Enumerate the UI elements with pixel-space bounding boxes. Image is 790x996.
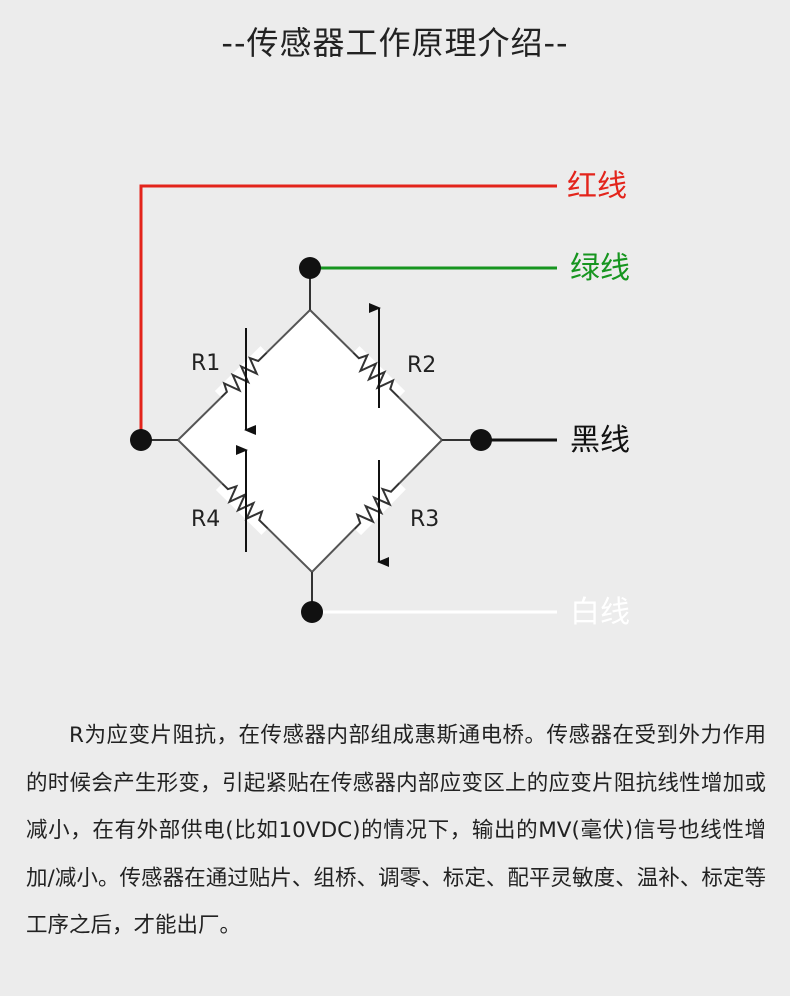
bridge-body — [176, 308, 444, 574]
resistor-r1 — [214, 346, 274, 404]
r3-label: R3 — [410, 507, 439, 532]
green-wire-label: 绿线 — [570, 251, 630, 286]
wheatstone-bridge-diagram: R1 R2 R3 R4 红线 绿线 黑线 白线 — [130, 169, 630, 630]
r1-label: R1 — [191, 351, 220, 376]
red-wire — [139, 184, 557, 440]
r4-label: R4 — [191, 507, 220, 532]
terminal-top — [299, 257, 321, 279]
description-paragraph: R为应变片阻抗，在传感器内部组成惠斯通电桥。传感器在受到外力作用的时候会产生形变… — [26, 723, 766, 938]
terminal-left — [130, 429, 152, 451]
terminal-bottom — [301, 601, 323, 623]
resistor-r2 — [346, 346, 406, 404]
red-wire-label: 红线 — [567, 169, 627, 204]
page-title: --传感器工作原理介绍-- — [221, 24, 569, 62]
white-wire-label: 白线 — [570, 595, 630, 630]
r2-label: R2 — [407, 353, 436, 378]
resistor-r3 — [348, 476, 406, 536]
terminal-right — [470, 429, 492, 451]
black-wire-label: 黑线 — [570, 423, 630, 458]
